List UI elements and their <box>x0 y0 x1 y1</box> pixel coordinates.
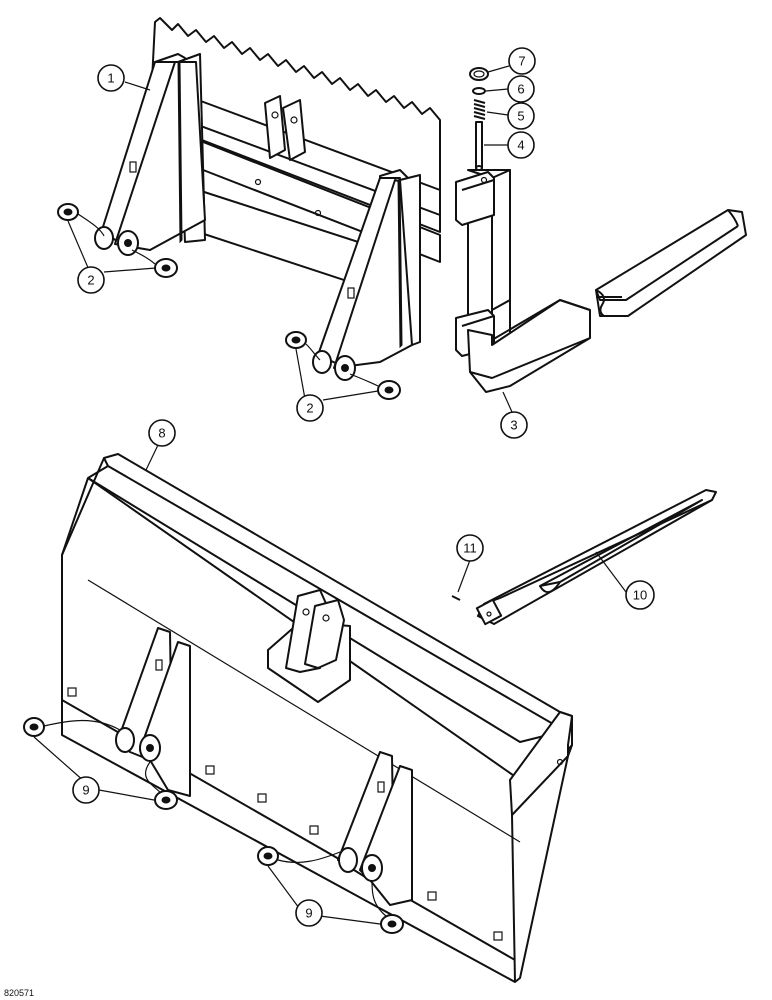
callout-2-lower: 2 <box>296 394 324 422</box>
bucket <box>61 453 573 983</box>
callout-1: 1 <box>97 64 125 92</box>
callout-2-lower-label: 2 <box>306 401 313 416</box>
retaining-pin <box>475 121 483 171</box>
fork-tine <box>455 169 747 393</box>
callout-2-upper-label: 2 <box>87 273 94 288</box>
callout-9-upper: 9 <box>72 776 100 804</box>
callout-6-label: 6 <box>517 82 524 97</box>
callout-10-label: 10 <box>633 588 647 603</box>
callout-3: 3 <box>500 411 528 439</box>
bushing-9-lower-right <box>371 881 404 934</box>
callout-9-lower-label: 9 <box>305 906 312 921</box>
callout-8-label: 8 <box>158 426 165 441</box>
callout-6: 6 <box>507 75 535 103</box>
retaining-ring <box>469 67 489 81</box>
bushing-upper-left <box>57 203 105 237</box>
callout-4: 4 <box>507 131 535 159</box>
callout-10: 10 <box>625 580 655 610</box>
washer <box>472 87 486 95</box>
callout-4-label: 4 <box>517 138 524 153</box>
bushing-upper-right <box>285 331 321 361</box>
bucket-tooth <box>475 489 717 626</box>
spring <box>473 99 486 120</box>
bushing-lower-left <box>131 249 178 278</box>
callout-7: 7 <box>508 47 536 75</box>
roll-pin <box>451 595 461 601</box>
bushing-lower-right <box>349 373 401 400</box>
callout-11-label: 11 <box>463 541 477 556</box>
callout-1-label: 1 <box>107 71 114 86</box>
figure-code: 820571 <box>4 988 34 998</box>
bushing-9-upper-left <box>23 717 121 737</box>
bushing-9-upper-right <box>257 846 341 866</box>
callout-5-label: 5 <box>517 109 524 124</box>
callout-9-upper-label: 9 <box>82 783 89 798</box>
callout-7-label: 7 <box>518 54 525 69</box>
callout-5: 5 <box>507 102 535 130</box>
callout-2-upper: 2 <box>77 266 105 294</box>
callout-9-lower: 9 <box>295 899 323 927</box>
callout-8: 8 <box>148 419 176 447</box>
callout-3-label: 3 <box>510 418 517 433</box>
callout-11: 11 <box>456 534 484 562</box>
bushing-9-lower-left <box>145 761 178 810</box>
fork-carriage-frame <box>94 17 441 381</box>
